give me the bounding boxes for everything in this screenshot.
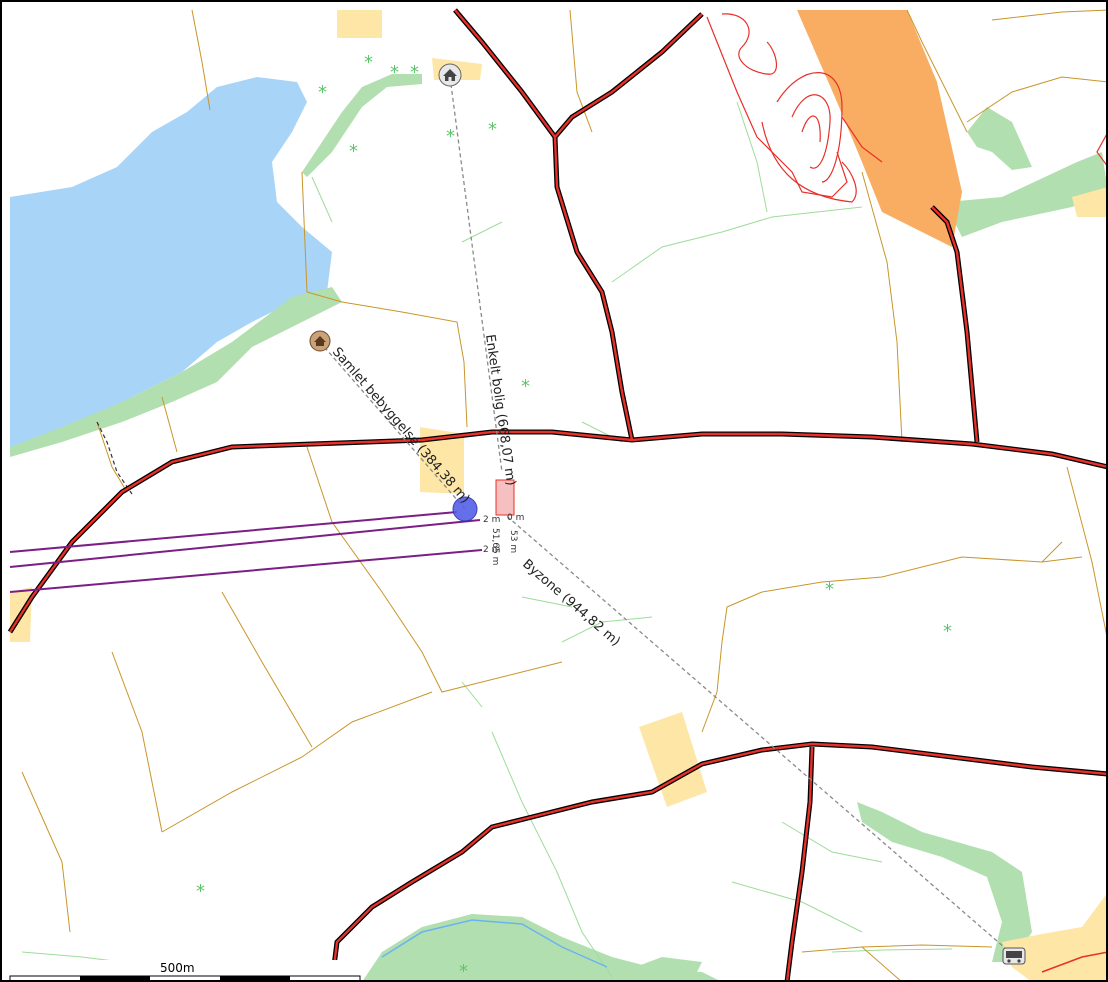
- pl-label-3: 2 m: [483, 545, 500, 555]
- power-line-labels: 2 m 51,65 m 53 m 2 m 0 m: [483, 513, 524, 565]
- main-roads: [7, 8, 1106, 980]
- hatched-area: [495, 479, 515, 516]
- svg-text:*: *: [196, 881, 205, 902]
- svg-text:*: *: [825, 579, 834, 600]
- svg-text:*: *: [459, 961, 468, 982]
- svg-text:*: *: [410, 62, 419, 83]
- field-boundaries: [21, 9, 1106, 980]
- svg-text:*: *: [349, 141, 358, 162]
- measure-lines: [319, 76, 1013, 955]
- bus-icon[interactable]: [1002, 947, 1026, 965]
- border-line: [96, 421, 133, 495]
- svg-text:*: *: [318, 82, 327, 103]
- svg-text:*: *: [446, 126, 455, 147]
- pl-label-4: 0 m: [507, 513, 524, 523]
- svg-text:*: *: [488, 119, 497, 140]
- svg-text:*: *: [364, 52, 373, 73]
- pl-label-0: 2 m: [483, 515, 500, 525]
- svg-text:*: *: [521, 376, 530, 397]
- race-track: [706, 13, 857, 203]
- power-lines: [9, 511, 483, 593]
- stream: [381, 919, 608, 968]
- scale-bar-label: 500m: [160, 961, 195, 975]
- house-icon[interactable]: [438, 63, 462, 87]
- label-enkelt-bolig: Enkelt bolig (668,07 m): [482, 333, 518, 486]
- forest-areas: [10, 74, 1106, 980]
- lake: [10, 77, 332, 447]
- industrial-area: [797, 10, 962, 247]
- svg-text:*: *: [943, 621, 952, 642]
- label-byzone: Byzone (944,82 m): [519, 557, 623, 650]
- query-point[interactable]: [452, 496, 478, 522]
- svg-text:*: *: [390, 62, 399, 83]
- label-samlet-bebyggelse: Samlet bebyggelse (384,38 m): [329, 345, 472, 507]
- pl-label-2: 53 m: [508, 530, 518, 553]
- scale-bar: 500m: [9, 960, 361, 980]
- settlement-icon[interactable]: [309, 330, 331, 352]
- marsh-symbols: * * * * * * * * * * * *: [196, 52, 952, 982]
- pl-label-1: 51,65 m: [490, 528, 500, 565]
